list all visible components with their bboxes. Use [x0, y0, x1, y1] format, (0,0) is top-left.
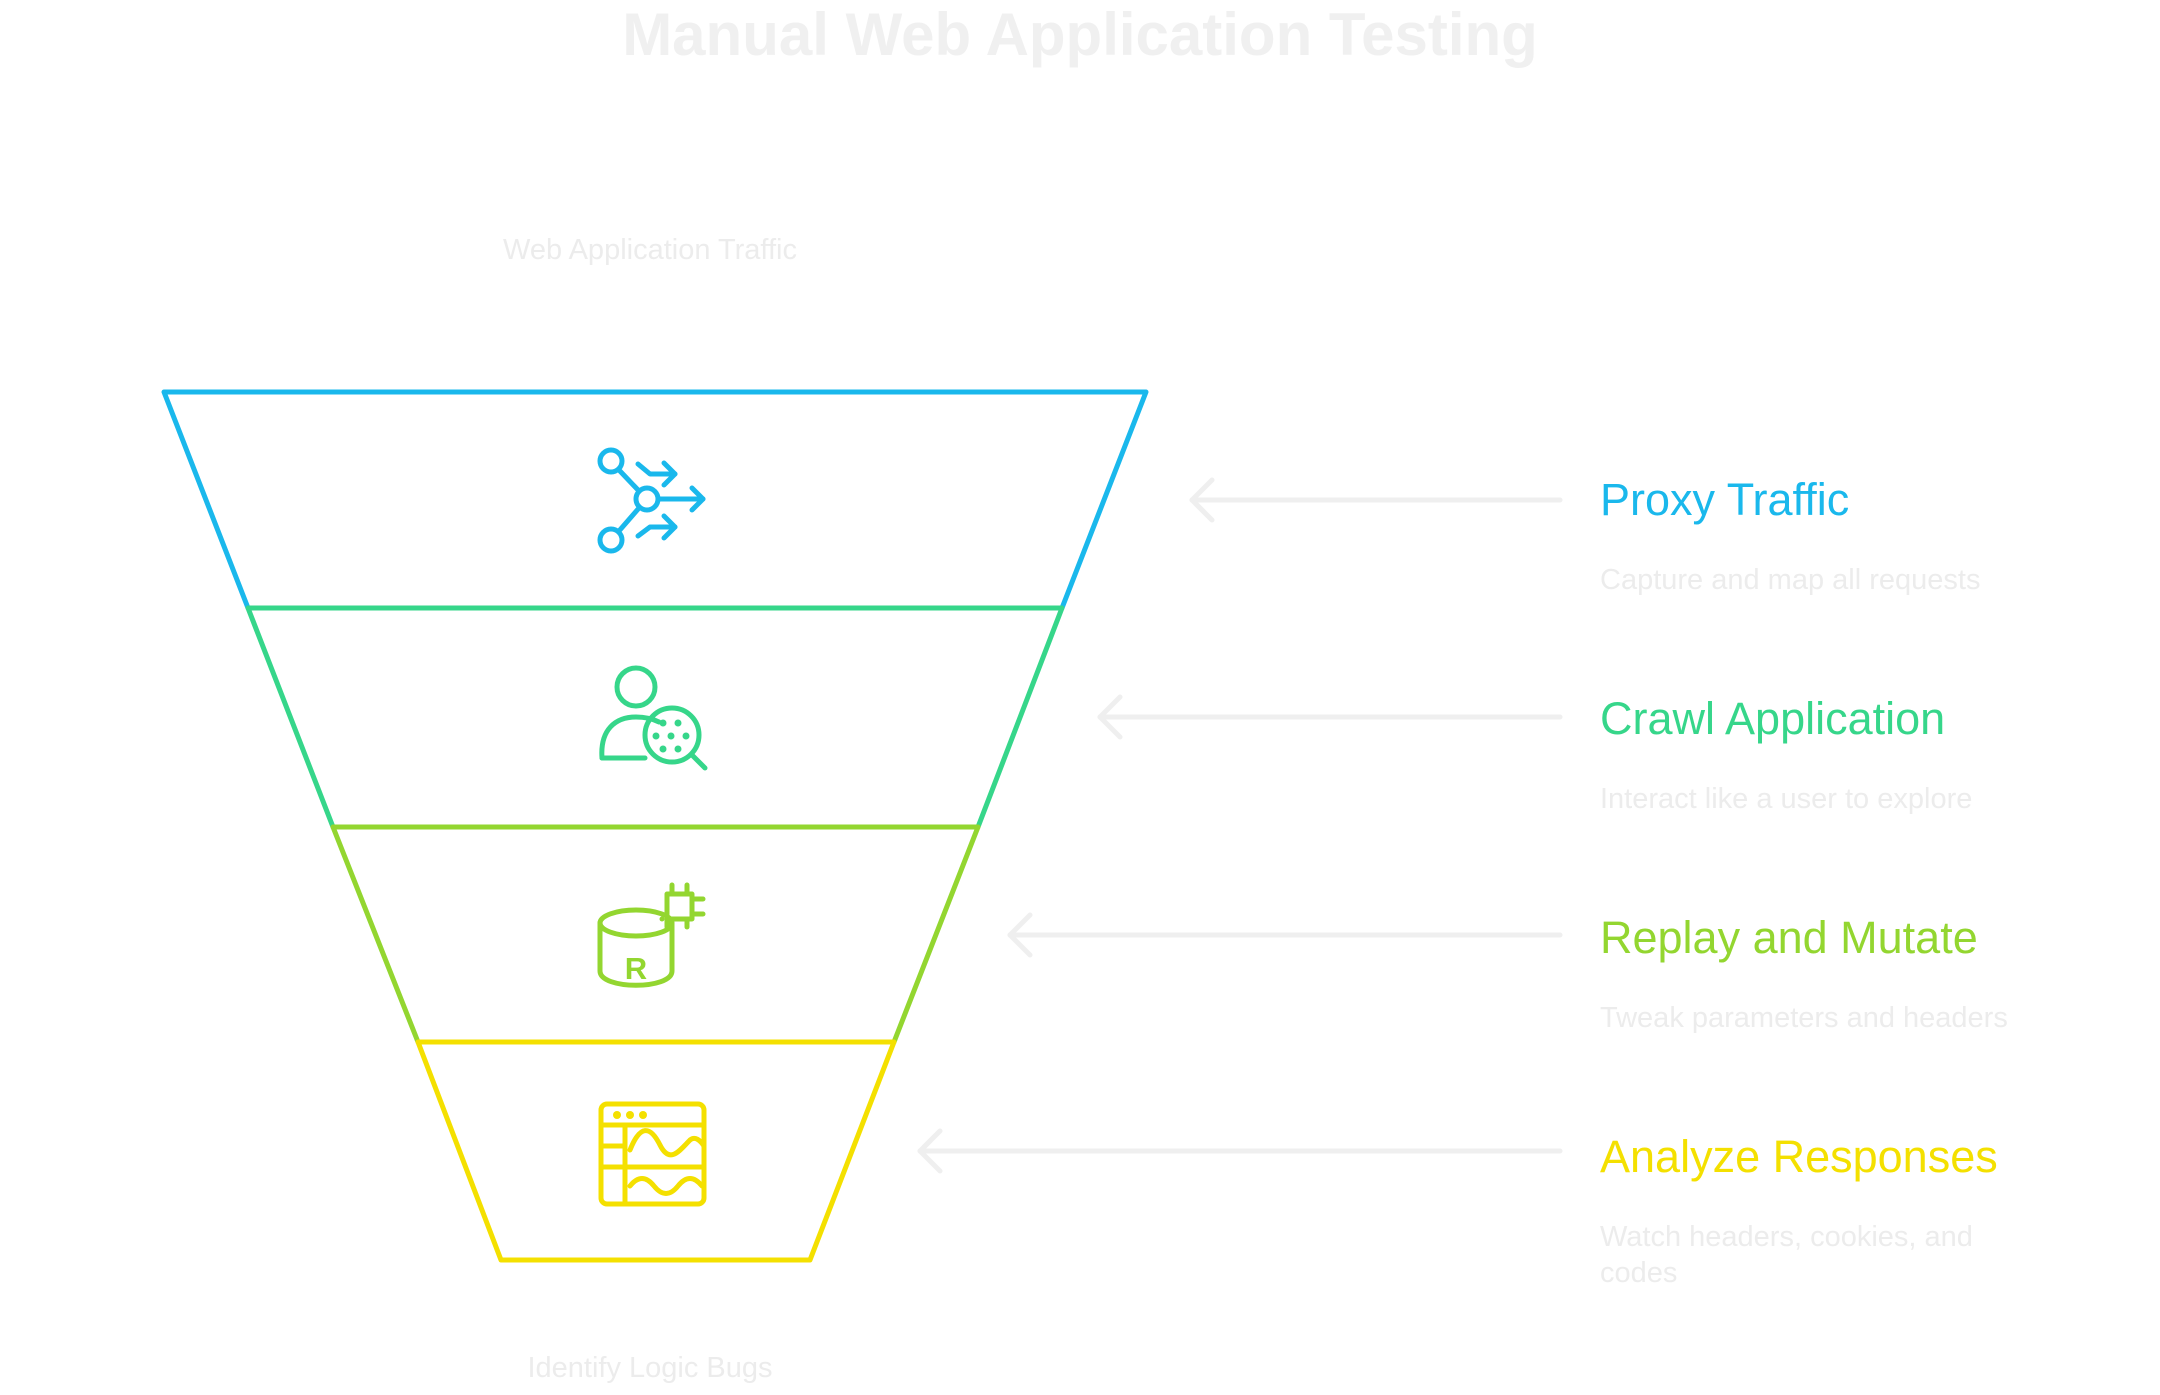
user-search-icon	[599, 665, 708, 771]
stage-desc-analyze-responses: Watch headers, cookies, and codes	[1600, 1221, 1973, 1289]
stage-desc-proxy-traffic: Capture and map all requests	[1600, 564, 1981, 596]
network-share-icon	[597, 447, 706, 554]
diagram-title: Manual Web Application Testing	[622, 1, 1538, 68]
funnel-stage-crawl-application	[245, 605, 1065, 830]
arrow-proxy-traffic	[1189, 477, 1563, 523]
funnel-stage-analyze-responses	[415, 1039, 897, 1263]
browser-waveform-icon	[598, 1101, 707, 1207]
stage-desc-replay-and-mutate: Tweak parameters and headers	[1600, 1002, 2008, 1034]
funnel-output-label: Identify Logic Bugs	[527, 1352, 773, 1384]
arrow-crawl-application	[1097, 694, 1563, 740]
stage-desc-crawl-application: Interact like a user to explore	[1600, 783, 1973, 815]
stage-title-crawl-application: Crawl Application	[1600, 693, 1946, 744]
funnel-input-label: Web Application Traffic	[503, 234, 797, 266]
database-chip-icon: R	[597, 882, 706, 988]
svg-text:R: R	[625, 951, 647, 986]
arrow-replay-and-mutate	[1007, 912, 1563, 958]
funnel-stage-proxy-traffic	[161, 389, 1149, 611]
stage-title-analyze-responses: Analyze Responses	[1600, 1131, 1998, 1182]
arrow-analyze-responses	[917, 1128, 1563, 1174]
stage-title-replay-and-mutate: Replay and Mutate	[1600, 912, 1978, 963]
stage-title-proxy-traffic: Proxy Traffic	[1600, 474, 1850, 525]
